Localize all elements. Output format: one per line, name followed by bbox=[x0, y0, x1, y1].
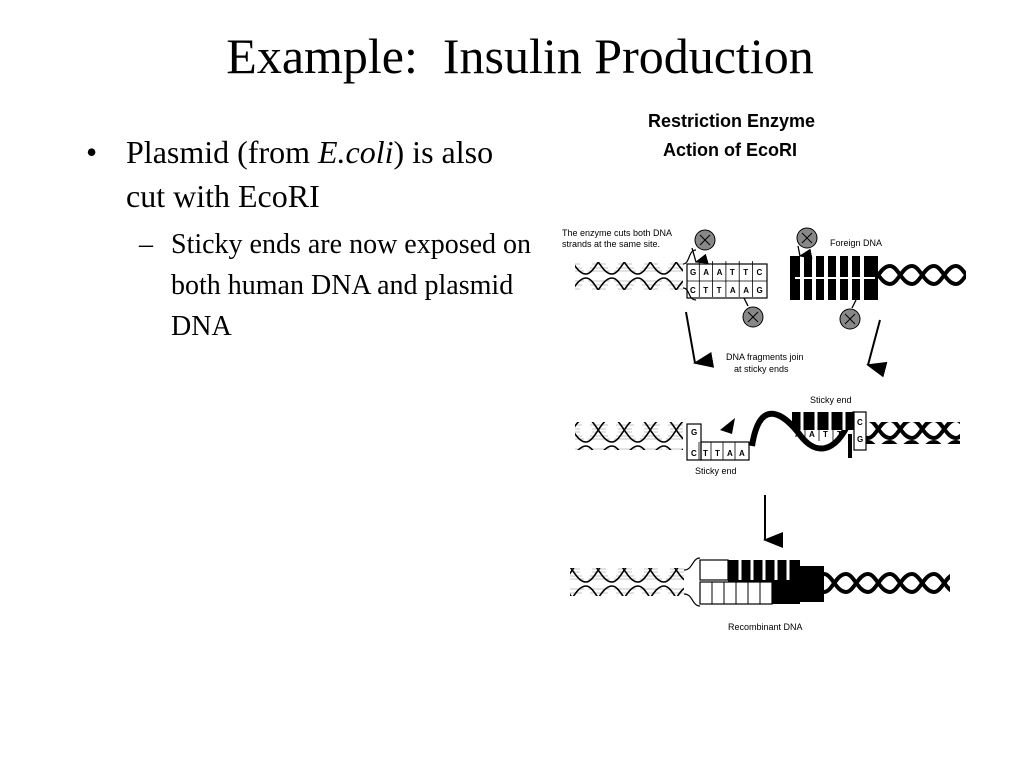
recombinant-helix-right bbox=[824, 572, 950, 594]
slide-title: Example: Insulin Production bbox=[226, 28, 814, 84]
bullet-marker: • bbox=[86, 134, 98, 170]
base-letter: G bbox=[690, 268, 696, 277]
sub-bullet-item: – Sticky ends are now exposed on both hu… bbox=[86, 224, 536, 347]
join-note-line-1: DNA fragments join bbox=[726, 352, 804, 362]
bullet-item: • Plasmid (from E.coli) is also cut with… bbox=[86, 130, 536, 218]
base-letter: G bbox=[857, 435, 863, 444]
bullet-text-before: Plasmid (from bbox=[126, 134, 318, 170]
base-letter: A bbox=[739, 449, 745, 458]
base-letter: C bbox=[857, 418, 863, 427]
base-letter: T bbox=[703, 449, 708, 458]
base-letter: T bbox=[743, 268, 748, 277]
base-letter: T bbox=[730, 268, 735, 277]
foreign-helix-top bbox=[878, 264, 966, 286]
base-letter: A bbox=[703, 268, 709, 277]
recombinant-dna bbox=[570, 557, 950, 607]
enzyme-icon bbox=[691, 229, 716, 264]
enzyme-icon bbox=[742, 297, 764, 328]
base-letter: A bbox=[717, 268, 723, 277]
ecori-diagram: The enzyme cuts both DNA strands at the … bbox=[562, 227, 966, 632]
bullet-text-after: ) is also cut with EcoRI bbox=[126, 134, 494, 214]
human-helix-top bbox=[575, 262, 683, 290]
base-letter: T bbox=[823, 430, 828, 439]
joining-strand-curve bbox=[749, 410, 853, 452]
base-letter: A bbox=[795, 430, 801, 439]
enzyme-icon bbox=[796, 227, 818, 259]
down-arrow bbox=[866, 319, 888, 378]
bullet-text-italic: E.coli bbox=[317, 134, 394, 170]
base-letter: A bbox=[730, 286, 736, 295]
human-helix-middle bbox=[575, 422, 683, 450]
down-arrow bbox=[685, 311, 715, 368]
sticky-end-label-top: Sticky end bbox=[810, 395, 852, 405]
recombinant-dna-label: Recombinant DNA bbox=[728, 622, 803, 632]
figure-title: Restriction Enzyme Action of EcoRI bbox=[640, 107, 900, 165]
sub-bullet-marker: – bbox=[139, 229, 153, 260]
base-letter: G bbox=[757, 286, 763, 295]
base-letter: T bbox=[715, 449, 720, 458]
base-letter: A bbox=[727, 449, 733, 458]
base-letter: C bbox=[757, 268, 763, 277]
base-letter: T bbox=[717, 286, 722, 295]
join-note-line-2: at sticky ends bbox=[734, 364, 789, 374]
base-letter: T bbox=[703, 286, 708, 295]
base-letter: C bbox=[690, 286, 696, 295]
enzyme-icon bbox=[839, 299, 861, 330]
enzyme-note-line-2: strands at the same site. bbox=[562, 239, 660, 249]
base-letter: T bbox=[837, 430, 842, 439]
base-letter: C bbox=[691, 449, 697, 458]
base-letter: G bbox=[691, 428, 697, 437]
bullet-list: • Plasmid (from E.coli) is also cut with… bbox=[86, 130, 536, 347]
recombinant-helix-left bbox=[570, 568, 684, 596]
base-letter: A bbox=[743, 286, 749, 295]
foreign-helix-middle bbox=[866, 422, 960, 444]
base-letter: A bbox=[809, 430, 815, 439]
foreign-dna-strand-top bbox=[790, 256, 966, 300]
figure-title-line-2: Action of EcoRI bbox=[663, 140, 797, 160]
sticky-end-label-bottom: Sticky end bbox=[695, 466, 737, 476]
sub-bullet-text: Sticky ends are now exposed on both huma… bbox=[171, 229, 532, 342]
foreign-dna-label: Foreign DNA bbox=[830, 238, 882, 248]
figure-title-line-1: Restriction Enzyme bbox=[648, 111, 816, 131]
enzyme-note-line-1: The enzyme cuts both DNA bbox=[562, 228, 672, 238]
